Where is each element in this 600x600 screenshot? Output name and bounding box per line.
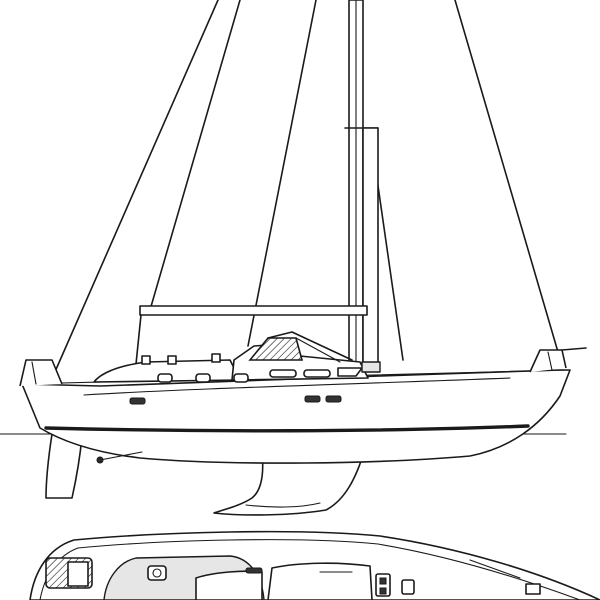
deck-fitting xyxy=(245,567,263,574)
stern-pulpit-stanchion xyxy=(31,361,37,385)
winch xyxy=(141,355,151,365)
rigging xyxy=(53,0,559,375)
stern-pulpit xyxy=(19,359,63,387)
inner-forestay-line xyxy=(149,0,241,311)
keel xyxy=(213,451,365,516)
prop-shaft xyxy=(99,451,143,461)
forward-hatch xyxy=(525,583,541,595)
deck-fitting xyxy=(379,577,387,585)
boom-support-line xyxy=(135,314,142,365)
cabin-port xyxy=(233,373,249,383)
deckhouse-window xyxy=(303,369,331,378)
propeller xyxy=(96,456,104,464)
dodger-side-line xyxy=(295,337,341,363)
sheer-stripe xyxy=(83,377,511,396)
bow-rail xyxy=(561,347,587,351)
bow-pulpit-stanchion xyxy=(547,351,553,371)
keel-bulb-line xyxy=(245,502,321,508)
deck-plan xyxy=(29,530,600,600)
helm-station xyxy=(147,565,167,581)
hull-port xyxy=(304,395,321,403)
staysail-leech-line xyxy=(247,0,317,347)
hull-port xyxy=(129,397,146,405)
cabin-top xyxy=(267,562,373,600)
transom-hatch xyxy=(67,561,89,587)
boom xyxy=(139,305,368,316)
deckhouse-window xyxy=(269,369,297,378)
cabin-port xyxy=(157,373,173,383)
winch xyxy=(211,353,221,363)
deck-track-line xyxy=(469,559,521,579)
mast-partner xyxy=(361,361,381,373)
deckhouse xyxy=(19,331,587,387)
dodger-frame xyxy=(267,331,353,361)
forward-cabin-window xyxy=(337,367,363,377)
bow-pulpit xyxy=(529,349,567,373)
hull-profile xyxy=(0,369,571,516)
wheel-icon xyxy=(152,568,162,578)
rudder xyxy=(45,433,83,499)
forestay-line xyxy=(53,0,219,375)
backstay-line xyxy=(454,0,559,353)
hull xyxy=(21,369,571,464)
boot-stripe xyxy=(44,424,530,433)
hull-port xyxy=(325,395,342,403)
companionway xyxy=(195,570,263,600)
furled-mainsail xyxy=(362,127,379,365)
winch xyxy=(167,355,177,365)
deck-hatch xyxy=(401,579,415,595)
deck-fitting xyxy=(379,587,387,595)
deck-plan-toe-rail xyxy=(39,539,581,600)
cabin-port xyxy=(195,373,211,383)
